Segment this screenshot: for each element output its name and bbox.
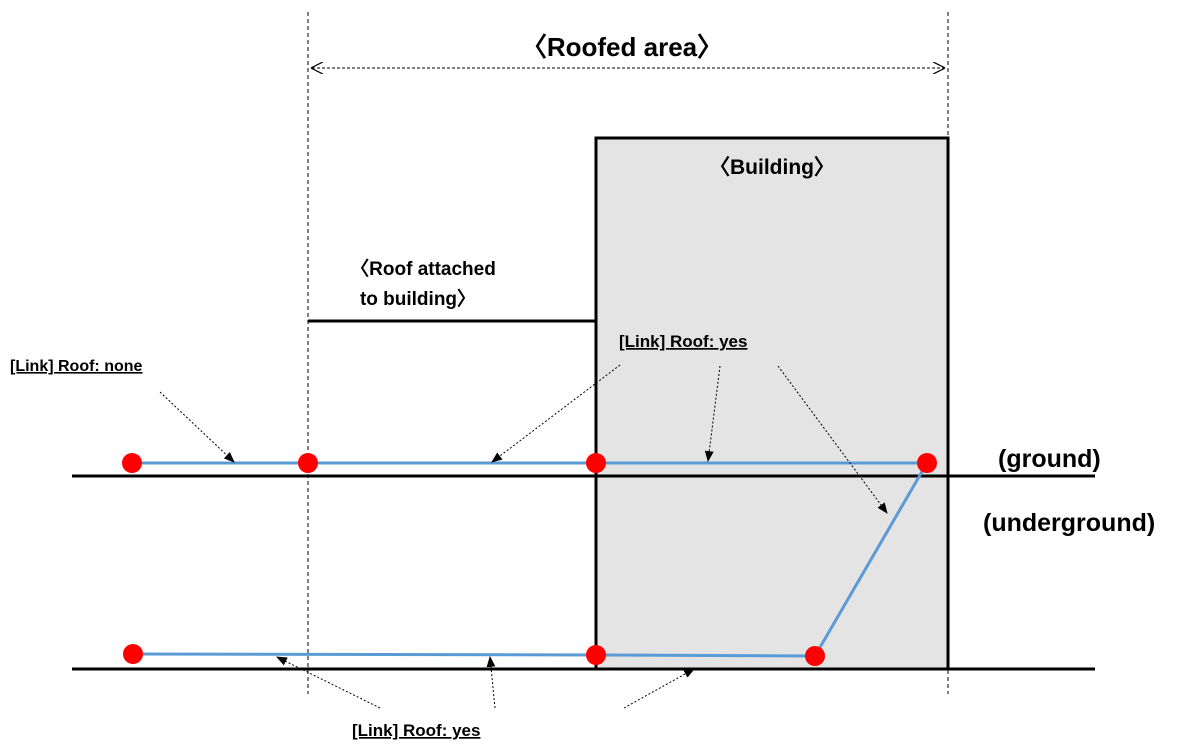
node: [917, 453, 937, 473]
callout-arrow-none: [159, 391, 235, 463]
node: [805, 646, 825, 666]
roof-attached-label-line1: 〈Roof attached: [350, 257, 496, 280]
callout-arrow-bottom-1: [276, 656, 381, 709]
callout-arrows: [159, 364, 888, 709]
roofed-area-label: 〈Roofed area〉: [521, 32, 723, 62]
ground-label: (ground): [998, 445, 1101, 473]
callout-arrow-yes-3: [777, 365, 888, 514]
underground-label: (underground): [983, 509, 1155, 537]
nodes: [122, 453, 937, 666]
link-roof-yes-bottom-label: [Link] Roof: yes: [352, 721, 480, 740]
building-label: 〈Building〉: [709, 155, 835, 179]
roof-attached-label-line2: to building〉: [360, 287, 476, 310]
building-box: [594, 136, 950, 671]
node: [123, 644, 143, 664]
node: [122, 453, 142, 473]
node: [586, 645, 606, 665]
link-roof-yes-top-label: [Link] Roof: yes: [619, 332, 747, 351]
callout-arrow-yes-1: [491, 364, 621, 463]
node: [586, 453, 606, 473]
underground-link: [132, 462, 929, 658]
callout-arrow-bottom-2: [486, 655, 496, 709]
link-roof-none-label: [Link] Roof: none: [10, 358, 143, 375]
callout-arrow-bottom-3: [623, 668, 695, 709]
node: [298, 453, 318, 473]
